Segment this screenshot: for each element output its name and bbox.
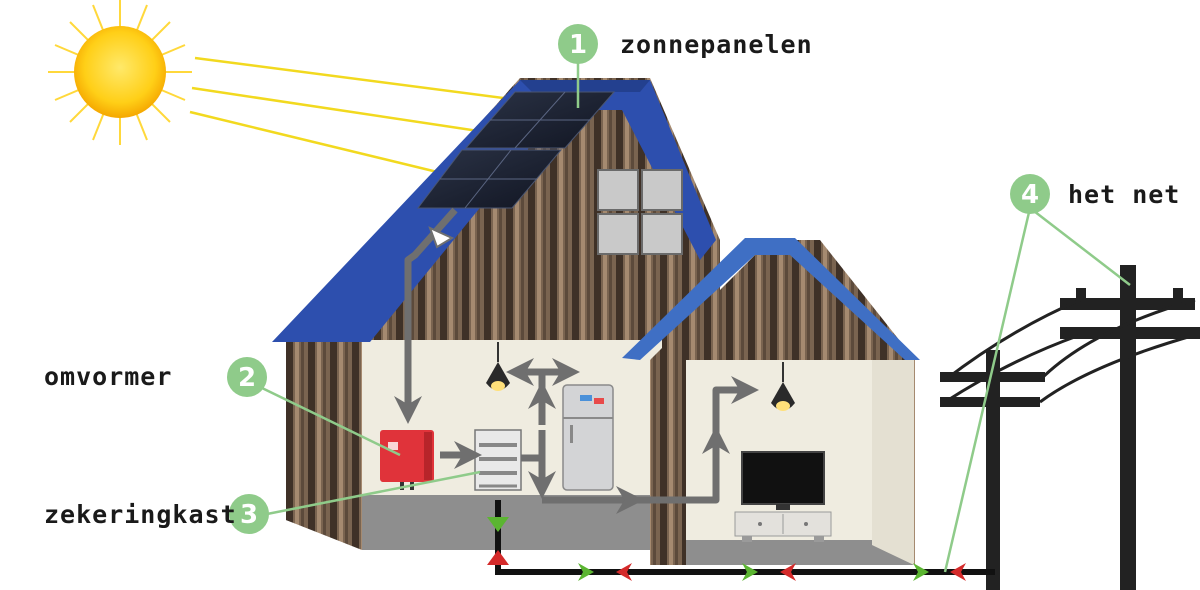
svg-text:1: 1	[569, 30, 587, 60]
annex-roof	[622, 238, 920, 360]
badge-2: 2	[227, 357, 267, 397]
fuse-box-device	[474, 429, 522, 491]
label-solar-panels: zonnepanelen	[620, 30, 813, 59]
inverter-device	[380, 430, 434, 490]
label-grid: het net	[1068, 180, 1181, 209]
main-roof	[272, 80, 716, 342]
label-fuse-box: zekeringkast	[44, 500, 237, 529]
flow-arrow-red	[487, 550, 966, 581]
label-inverter: omvormer	[44, 362, 173, 391]
fridge-appliance	[562, 384, 614, 491]
flow-arrow-green	[487, 517, 929, 581]
svg-text:2: 2	[238, 363, 256, 393]
lamp-icon	[771, 362, 795, 411]
tv-appliance	[734, 451, 832, 542]
badge-4: 4	[1010, 174, 1050, 214]
svg-text:3: 3	[240, 500, 258, 530]
panel-cable-arrow	[428, 226, 455, 249]
badge-3: 3	[229, 494, 269, 534]
badge-1: 1	[558, 24, 598, 64]
svg-text:4: 4	[1021, 180, 1039, 210]
sun-icon	[48, 0, 192, 145]
leader-lines	[261, 62, 1131, 573]
power-grid-poles	[940, 265, 1200, 590]
attic-window	[597, 169, 683, 255]
lamp-icon	[486, 342, 510, 391]
